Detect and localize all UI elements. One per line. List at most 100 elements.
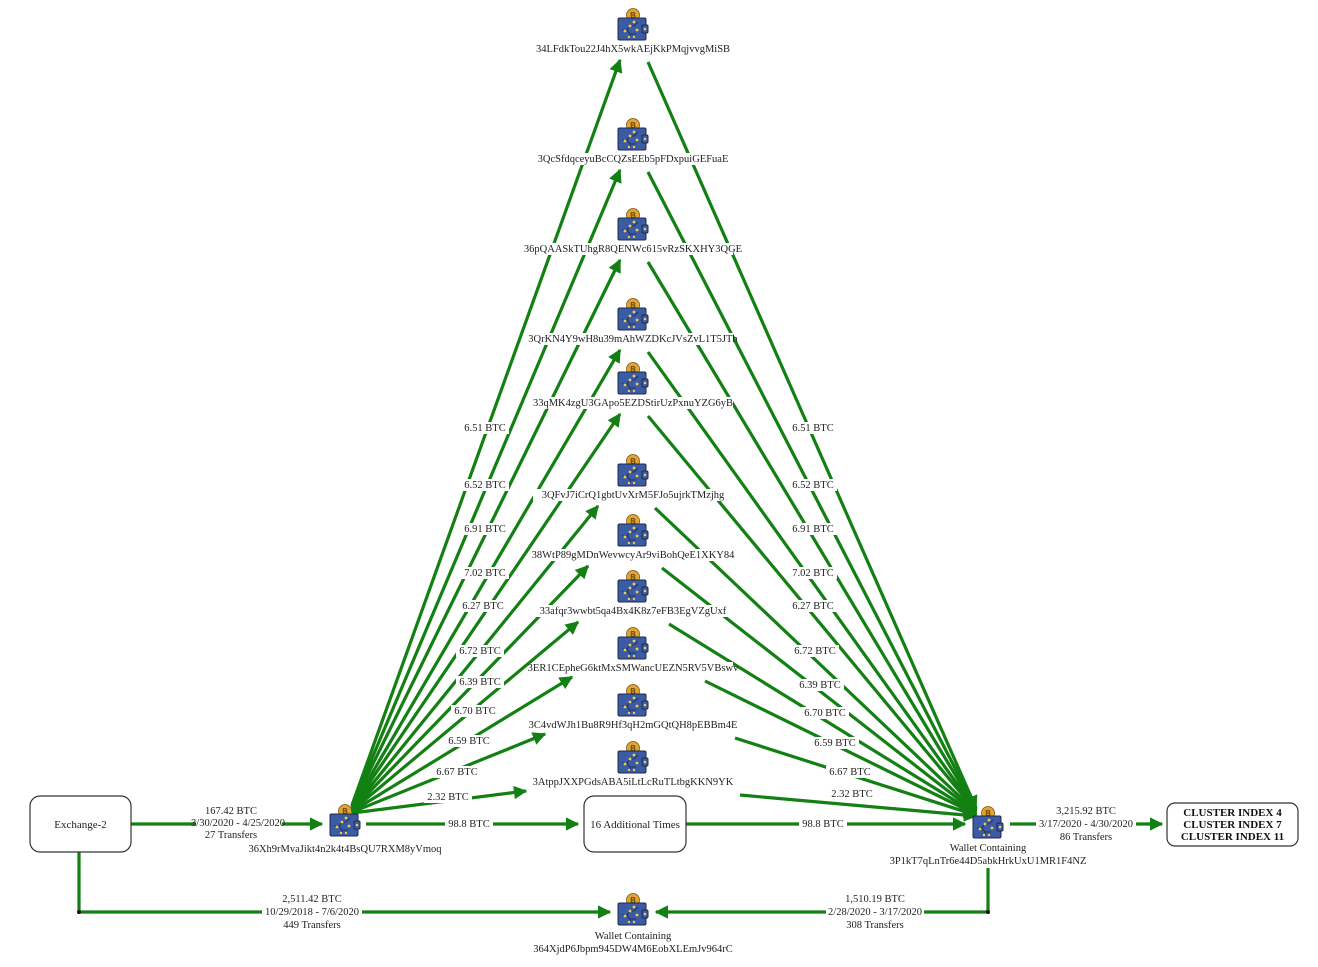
bitcoin-wallet-icon[interactable] bbox=[617, 454, 649, 487]
edge-label-in: 6.27 BTC bbox=[459, 600, 507, 612]
wallet-address: 33afqr3wwbt5qa4Bx4K8z7eFB3EgVZgUxf bbox=[540, 606, 727, 617]
wallet-address: 3C4vdWJh1Bu8R9Hf3qH2mGQtQH8pEBBm4E bbox=[529, 720, 738, 731]
junction-point bbox=[986, 910, 990, 914]
edge-from-intermediate[interactable] bbox=[646, 414, 978, 813]
wallet-address: 34LFdkTou22J4hX5wkAEjKkPMqjvvgMiSB bbox=[536, 44, 730, 55]
edge-amount: 2.32 BTC bbox=[831, 789, 872, 800]
dest-wallet-caption: Wallet Containing bbox=[950, 843, 1027, 854]
edge-amount: 6.67 BTC bbox=[829, 767, 870, 778]
bitcoin-wallet-icon[interactable] bbox=[617, 893, 649, 926]
edge-from-intermediate[interactable] bbox=[646, 261, 978, 811]
edge-from-intermediate[interactable] bbox=[646, 61, 978, 810]
edge-label-additional-out: 98.8 BTC bbox=[799, 818, 847, 830]
intermediate-wallet-node[interactable]: 3QcSfdqceyuBcCQZsEEb5pFDxpuiGEFuaE bbox=[533, 118, 733, 166]
exchange-label: Exchange-2 bbox=[54, 819, 107, 831]
edge-label-out: 7.02 BTC bbox=[789, 567, 837, 579]
bitcoin-wallet-icon[interactable] bbox=[617, 8, 649, 41]
edge-from-intermediate[interactable] bbox=[739, 793, 978, 822]
edge-exchange-to-bottom-wallet[interactable] bbox=[77, 852, 612, 919]
bitcoin-wallet-icon[interactable] bbox=[617, 741, 649, 774]
cluster-node[interactable]: CLUSTER INDEX 4 CLUSTER INDEX 7 CLUSTER … bbox=[1166, 802, 1299, 847]
edge-amount: 6.51 BTC bbox=[464, 423, 505, 434]
edge-transfers: 449 Transfers bbox=[283, 920, 340, 931]
edge-amount: 98.8 BTC bbox=[802, 819, 843, 830]
intermediate-wallet-node[interactable]: 38WtP89gMDnWevwcyAr9viBohQeE1XKY84 bbox=[532, 514, 735, 562]
wallet-address: 3QcSfdqceyuBcCQZsEEb5pFDxpuiGEFuaE bbox=[538, 154, 729, 165]
bottom-wallet-node[interactable]: Wallet Containing 364XjdP6Jbpm945DW4M6Eo… bbox=[533, 893, 733, 956]
edge-label-in: 6.91 BTC bbox=[461, 523, 509, 535]
edge-amount: 6.51 BTC bbox=[792, 423, 833, 434]
bitcoin-wallet-icon[interactable] bbox=[617, 570, 649, 603]
additional-times-node[interactable]: 16 Additional Times bbox=[583, 795, 687, 853]
edge-amount: 6.59 BTC bbox=[814, 738, 855, 749]
edge-label-out: 6.70 BTC bbox=[801, 707, 849, 719]
edge-label-out: 6.72 BTC bbox=[791, 645, 839, 657]
dest-wallet-address: 3P1kT7qLnTr6e44D5abkHrkUxU1MR1F4NZ bbox=[890, 856, 1087, 867]
edge-amount: 6.72 BTC bbox=[794, 646, 835, 657]
source-wallet-address: 36Xh9rMvaJikt4n2k4t4BsQU7RXM8yVmoq bbox=[248, 844, 442, 855]
edge-label-out: 6.39 BTC bbox=[796, 679, 844, 691]
dest-wallet-node[interactable]: Wallet Containing 3P1kT7qLnTr6e44D5abkHr… bbox=[890, 806, 1087, 868]
wallet-address: 33qMK4zgU3GApo5EZDStirUzPxnuYZG6yB bbox=[533, 398, 733, 409]
bitcoin-wallet-icon[interactable] bbox=[617, 627, 649, 660]
edge-amount: 7.02 BTC bbox=[792, 568, 833, 579]
intermediate-wallet-node[interactable]: 33qMK4zgU3GApo5EZDStirUzPxnuYZG6yB bbox=[533, 362, 733, 410]
intermediate-wallet-node[interactable]: 34LFdkTou22J4hX5wkAEjKkPMqjvvgMiSB bbox=[533, 8, 733, 56]
edge-amount: 2,511.42 BTC bbox=[282, 894, 341, 905]
edge-amount: 6.72 BTC bbox=[459, 646, 500, 657]
edge-amount: 6.52 BTC bbox=[464, 480, 505, 491]
edge-amount: 167.42 BTC bbox=[205, 806, 257, 817]
edge-label-out: 2.32 BTC bbox=[828, 788, 876, 800]
edge-dest-to-bottom-wallet[interactable] bbox=[654, 868, 990, 919]
edge-label-exchange-to-bottom: 2,511.42 BTC 10/29/2018 - 7/6/2020 449 T… bbox=[262, 894, 362, 931]
bitcoin-wallet-icon[interactable] bbox=[617, 362, 649, 395]
source-wallet-node[interactable]: 36Xh9rMvaJikt4n2k4t4BsQU7RXM8yVmoq bbox=[248, 804, 442, 856]
edge-label-in: 6.72 BTC bbox=[456, 645, 504, 657]
edge-label-in: 6.51 BTC bbox=[461, 422, 509, 434]
bitcoin-wallet-icon[interactable] bbox=[617, 118, 649, 151]
junction-point bbox=[77, 910, 81, 914]
edge-label-in: 7.02 BTC bbox=[461, 567, 509, 579]
exchange-box[interactable] bbox=[29, 795, 132, 853]
bitcoin-wallet-icon[interactable] bbox=[617, 684, 649, 717]
edge-amount: 6.67 BTC bbox=[436, 767, 477, 778]
edge-label-out: 6.59 BTC bbox=[811, 737, 859, 749]
edge-label-out: 6.91 BTC bbox=[789, 523, 837, 535]
cluster-index-4: CLUSTER INDEX 4 bbox=[1183, 807, 1282, 819]
edge-amount: 3,215.92 BTC bbox=[1056, 806, 1116, 817]
bitcoin-wallet-icon[interactable] bbox=[617, 208, 649, 241]
intermediate-wallet-node[interactable]: 3QrKN4Y9wH8u39mAhWZDKcJVsZvL1T5JTh bbox=[528, 298, 738, 346]
cluster-index-7: CLUSTER INDEX 7 bbox=[1183, 819, 1282, 831]
additional-times-label: 16 Additional Times bbox=[590, 819, 680, 831]
exchange-node[interactable]: Exchange-2 bbox=[29, 795, 132, 853]
edge-label-dest-to-cluster: 3,215.92 BTC 3/17/2020 - 4/30/2020 86 Tr… bbox=[1036, 806, 1136, 843]
edge-label-additional-in: 98.8 BTC bbox=[445, 818, 493, 830]
bitcoin-wallet-icon[interactable] bbox=[617, 298, 649, 331]
intermediate-wallet-node[interactable]: 3AtppJXXPGdsABA5iLtLcRuTLtbgKKN9YK bbox=[533, 741, 734, 789]
intermediate-wallet-node[interactable]: 3ER1CEpheG6ktMxSMWancUEZN5RV5VBswv bbox=[528, 627, 739, 675]
edge-amount: 6.27 BTC bbox=[792, 601, 833, 612]
intermediate-wallet-node[interactable]: 33afqr3wwbt5qa4Bx4K8z7eFB3EgVZgUxf bbox=[533, 570, 733, 618]
intermediate-wallet-node[interactable]: 3C4vdWJh1Bu8R9Hf3qH2mGQtQH8pEBBm4E bbox=[529, 684, 738, 732]
edge-from-intermediate[interactable] bbox=[646, 351, 978, 812]
wallet-address: 3QrKN4Y9wH8u39mAhWZDKcJVsZvL1T5JTh bbox=[528, 334, 738, 345]
edge-amount: 6.91 BTC bbox=[792, 524, 833, 535]
edge-amount: 6.52 BTC bbox=[792, 480, 833, 491]
bitcoin-wallet-icon[interactable] bbox=[972, 806, 1004, 839]
bitcoin-wallet-icon[interactable] bbox=[617, 514, 649, 547]
intermediate-wallet-node[interactable]: 3QFvJ7iCrQ1gbtUvXrM5FJo5ujrkTMzjhg bbox=[533, 454, 733, 502]
edge-label-in: 6.52 BTC bbox=[461, 479, 509, 491]
edge-label-in: 6.59 BTC bbox=[445, 735, 493, 747]
wallet-address: 36pQAASkTUhgR8QENWc615vRzSKXHY3QGE bbox=[524, 244, 742, 255]
edge-label-out: 6.51 BTC bbox=[789, 422, 837, 434]
edge-amount: 1,510.19 BTC bbox=[845, 894, 905, 905]
bottom-wallet-caption: Wallet Containing bbox=[595, 931, 672, 942]
edge-amount: 6.39 BTC bbox=[799, 680, 840, 691]
bottom-wallet-address: 364XjdP6Jbpm945DW4M6EobXLEmJv964rC bbox=[533, 944, 733, 955]
additional-times-box[interactable] bbox=[583, 795, 687, 853]
intermediate-wallet-node[interactable]: 36pQAASkTUhgR8QENWc615vRzSKXHY3QGE bbox=[524, 208, 742, 256]
edge-transfers: 308 Transfers bbox=[846, 920, 903, 931]
cluster-box[interactable] bbox=[1166, 802, 1299, 847]
cluster-index-11: CLUSTER INDEX 11 bbox=[1181, 831, 1284, 843]
